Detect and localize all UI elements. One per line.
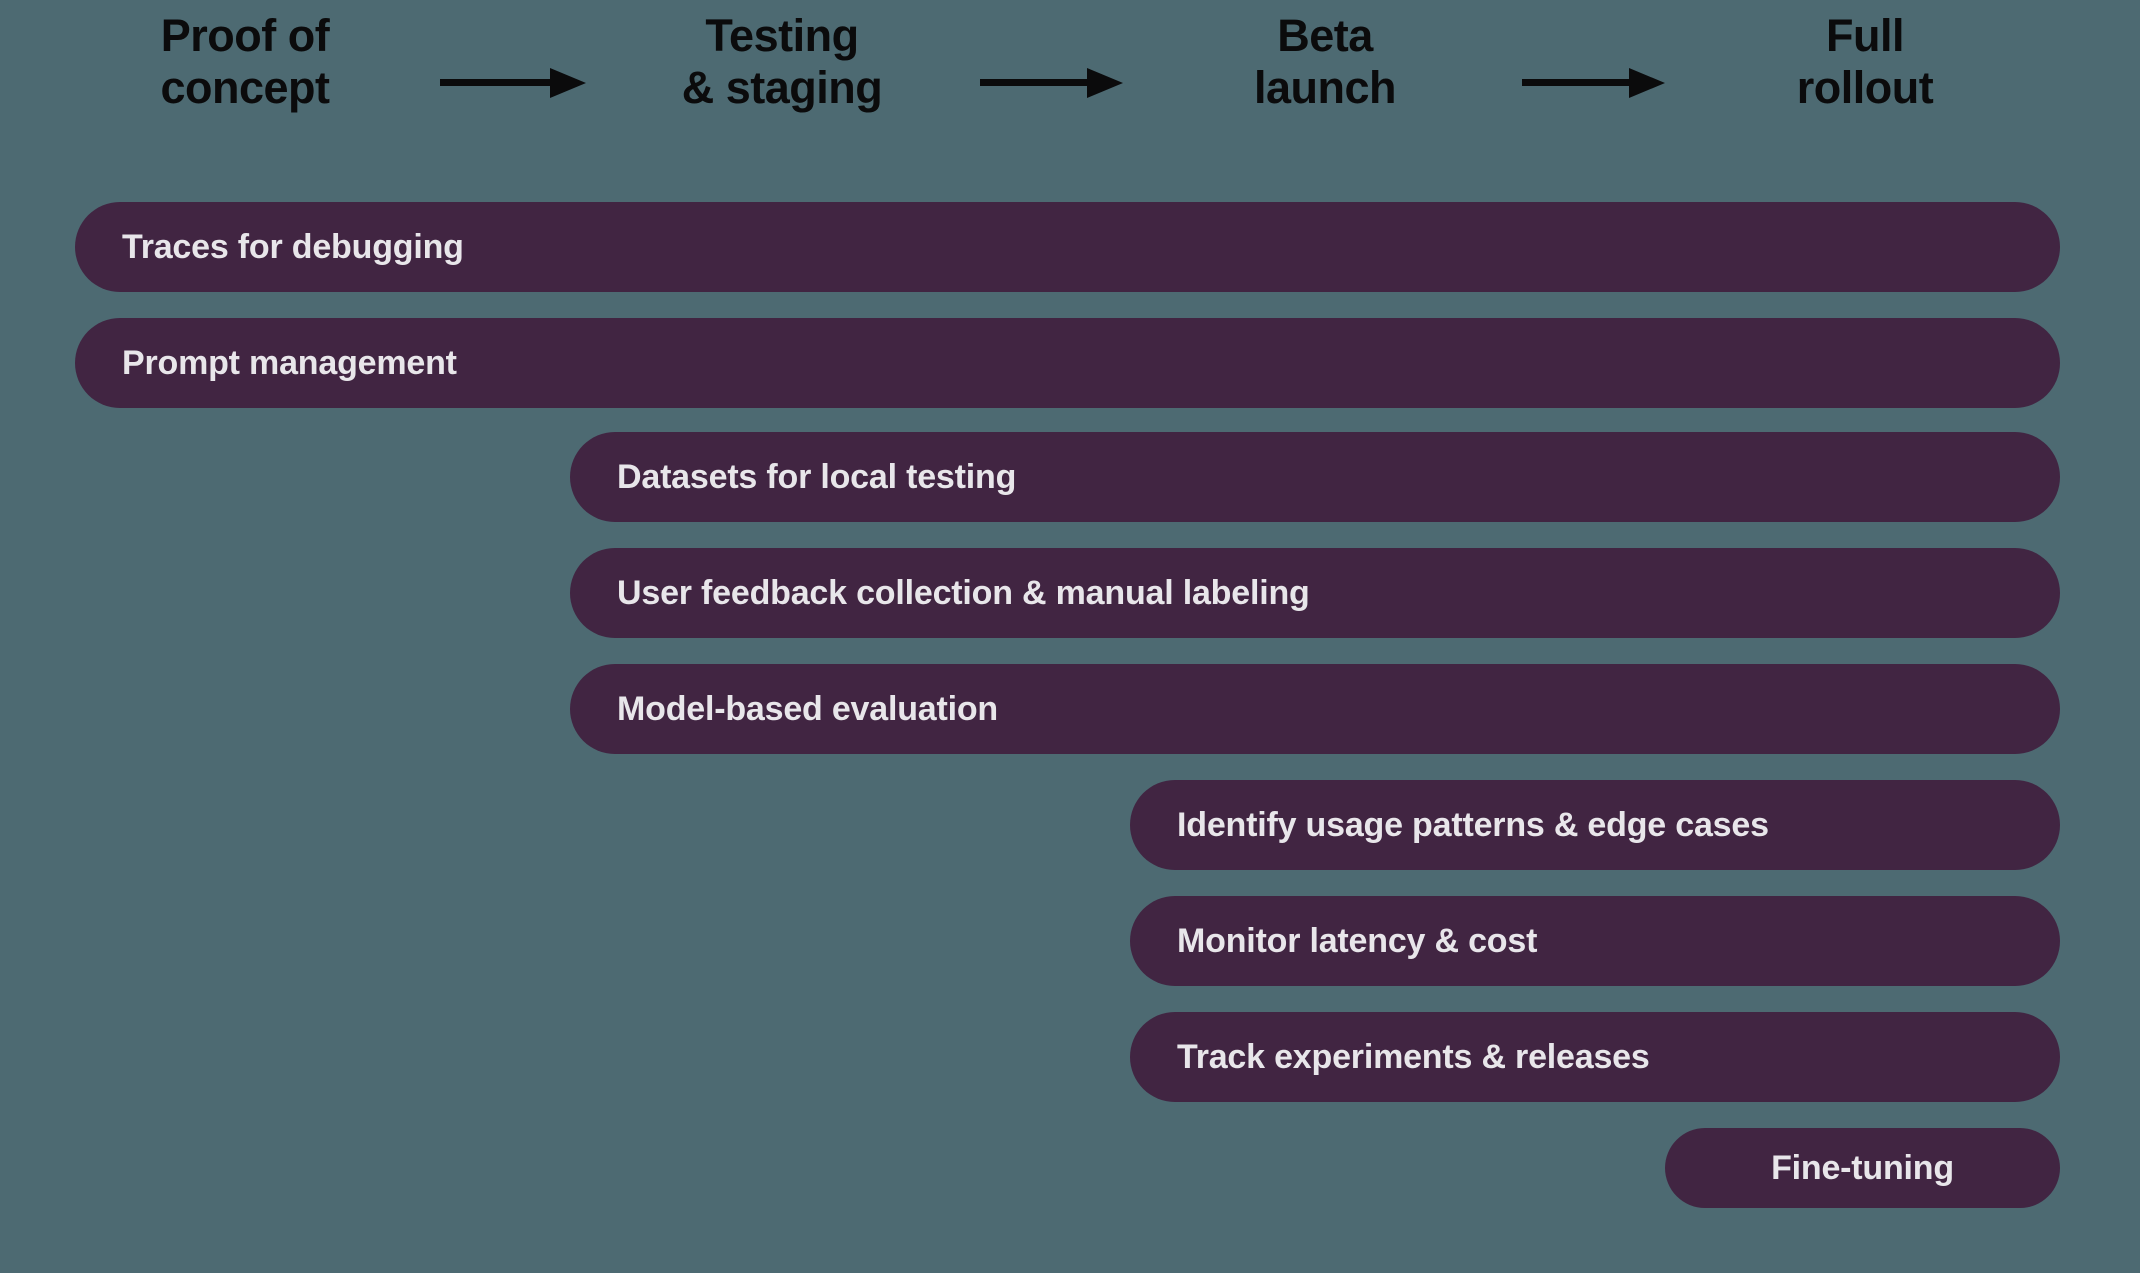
- arrow-beta-to-rollout-icon: [1522, 68, 1665, 98]
- capability-bar-monitor-latency-cost: Monitor latency & cost: [1130, 896, 2060, 986]
- capability-bar-user-feedback-collection-manual-labeling: User feedback collection & manual labeli…: [570, 548, 2060, 638]
- stage-header-full-rollout: Full rollout: [1796, 10, 1934, 113]
- capability-bar-datasets-for-local-testing: Datasets for local testing: [570, 432, 2060, 522]
- capability-bar-label: Track experiments & releases: [1177, 1037, 1650, 1076]
- capability-bar-identify-usage-patterns-edge-cases: Identify usage patterns & edge cases: [1130, 780, 2060, 870]
- capability-bar-label: Prompt management: [122, 343, 457, 382]
- arrow-poc-to-testing-icon: [440, 68, 586, 98]
- arrow-testing-to-beta-icon: [980, 68, 1123, 98]
- stage-header-testing-staging: Testing & staging: [681, 10, 883, 113]
- capability-bar-fine-tuning: Fine-tuning: [1665, 1128, 2060, 1208]
- capability-bar-track-experiments-releases: Track experiments & releases: [1130, 1012, 2060, 1102]
- capability-bar-label: Monitor latency & cost: [1177, 921, 1538, 960]
- capability-bar-model-based-evaluation: Model-based evaluation: [570, 664, 2060, 754]
- capability-bar-prompt-management: Prompt management: [75, 318, 2060, 408]
- stage-header-beta-launch: Beta launch: [1253, 10, 1397, 113]
- stage-header-proof-of-concept: Proof of concept: [160, 10, 330, 113]
- capability-bar-label: Datasets for local testing: [617, 457, 1017, 496]
- capability-bar-label: Model-based evaluation: [617, 689, 999, 728]
- capability-bar-label: User feedback collection & manual labeli…: [617, 573, 1310, 612]
- capability-bar-traces-for-debugging: Traces for debugging: [75, 202, 2060, 292]
- capability-bar-label: Fine-tuning: [1771, 1148, 1954, 1187]
- capability-bar-label: Identify usage patterns & edge cases: [1177, 805, 1769, 844]
- capability-bar-label: Traces for debugging: [122, 227, 464, 266]
